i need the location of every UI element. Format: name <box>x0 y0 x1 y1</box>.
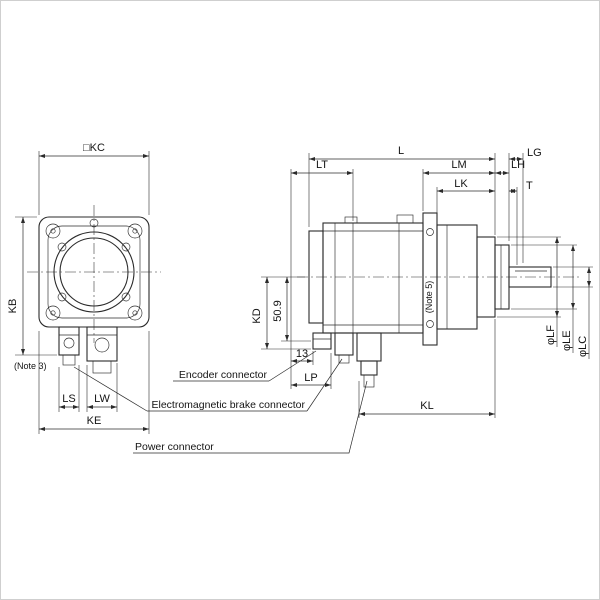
brake-connector-front <box>58 326 80 366</box>
flange-bolt-top <box>426 228 434 236</box>
dim-lw-label: LW <box>94 393 110 405</box>
front-view <box>27 205 161 374</box>
dim-kd-label: KD <box>251 308 263 323</box>
dim-phi-lc-label: φLC <box>577 336 589 357</box>
dim-kb-label: KB <box>7 299 19 314</box>
power-connector-side <box>356 332 382 388</box>
dim-lm-label: LM <box>451 159 466 171</box>
dim-phi-lf-label: φLF <box>545 325 557 345</box>
body-detail-lines <box>323 214 423 333</box>
front-dimensions: □KC KB (Note 3) LS LW KE <box>7 142 150 434</box>
power-connector-label: Power connector <box>135 441 214 453</box>
output-shaft <box>508 266 552 288</box>
flange-bolt-bottom <box>426 320 434 328</box>
face-screws <box>57 242 131 302</box>
motor-body-front <box>47 225 141 319</box>
dim-lk-label: LK <box>454 178 468 190</box>
phi-dimensions: φLF φLE φLC <box>497 236 593 359</box>
top-boss <box>89 218 99 228</box>
note3-label: (Note 3) <box>14 361 47 371</box>
pilot-circle <box>53 231 135 313</box>
side-dimensions: L LG LT LM LH LK T KD 50.9 13 LP <box>251 145 542 418</box>
dim-ls-label: LS <box>62 393 75 405</box>
encoder-connector-label: Encoder connector <box>179 369 268 381</box>
dim-13-label: 13 <box>296 348 308 360</box>
dim-lp-label: LP <box>304 372 317 384</box>
power-connector-front <box>86 326 118 374</box>
dim-lh-label: LH <box>511 159 525 171</box>
dim-50-9-label: 50.9 <box>272 300 284 321</box>
shaft-hole-circle <box>59 237 129 307</box>
encoder-connector-side <box>312 332 332 350</box>
side-view: (Note 5) <box>297 212 579 388</box>
dim-ke-label: KE <box>87 415 102 427</box>
dim-phi-le-label: φLE <box>561 330 573 351</box>
dim-lg-label: LG <box>527 147 542 159</box>
connector-callouts: Encoder connector Electromagnetic brake … <box>73 350 368 454</box>
dim-kc-label: □KC <box>83 142 105 154</box>
dim-kl-label: KL <box>420 400 433 412</box>
note5-label: (Note 5) <box>424 281 434 314</box>
dim-lt-label: LT <box>316 159 328 171</box>
dim-l-label: L <box>398 145 404 157</box>
brake-connector-side <box>334 332 354 364</box>
brake-connector-label: Electromagnetic brake connector <box>152 399 306 411</box>
motor-body-side <box>322 222 424 334</box>
mounting-flange-side <box>422 212 438 346</box>
mounting-holes <box>45 223 143 321</box>
dim-t-label: T <box>526 180 533 192</box>
